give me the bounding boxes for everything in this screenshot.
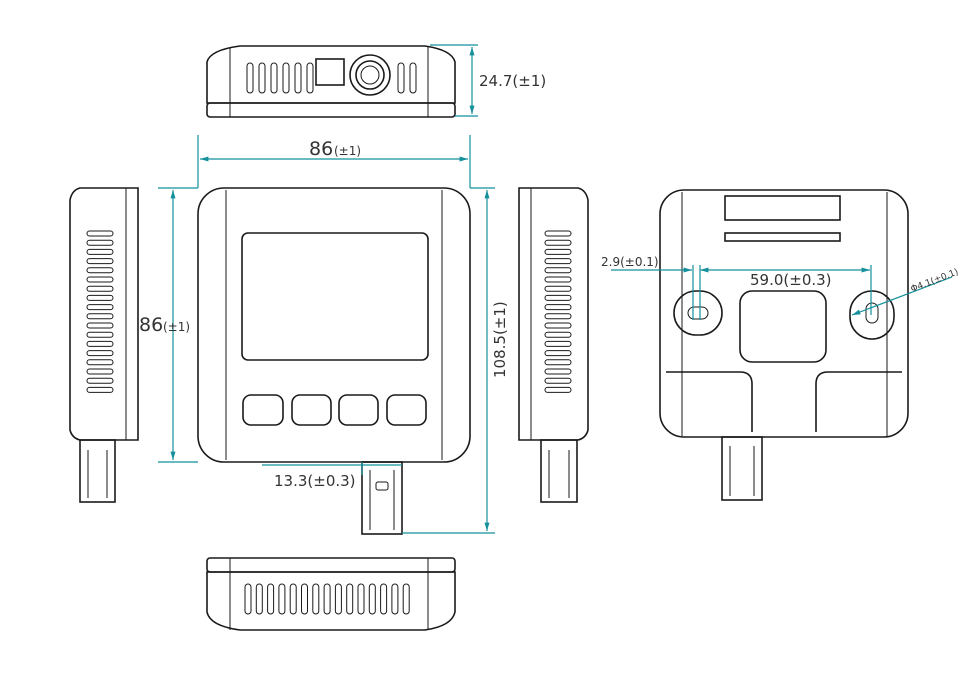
- vent-slot: [86, 276, 114, 283]
- vent-slot: [544, 304, 572, 311]
- vent-slot: [86, 267, 114, 274]
- vent-slot: [544, 230, 572, 237]
- back-view: [659, 189, 909, 501]
- height-tolerance: (±1): [163, 320, 190, 334]
- left-side-view: [69, 187, 139, 503]
- button-3: [338, 394, 379, 426]
- vent-slot: [544, 359, 572, 366]
- vent-slot: [301, 583, 308, 615]
- hole-diameter-label: Φ4.1(±0.1): [909, 267, 960, 294]
- right-side-view: [518, 187, 589, 503]
- vent-slot: [346, 583, 354, 615]
- vent-slot: [357, 583, 365, 615]
- depth-label: 24.7(±1): [479, 72, 546, 90]
- vent-slot: [255, 583, 263, 615]
- dimension-height: 86 (±1): [139, 187, 198, 463]
- probe-width-label: 13.3(±0.3): [274, 472, 356, 490]
- vent-slot: [270, 62, 278, 94]
- vent-slot: [278, 583, 286, 615]
- vent-slot: [86, 331, 114, 338]
- vent-slot: [323, 583, 331, 615]
- vent-slot: [544, 386, 572, 393]
- mounting-hole-left: [673, 290, 723, 336]
- vent-slot: [544, 322, 572, 329]
- height-label: 86: [139, 314, 163, 336]
- vent-slot: [86, 359, 114, 366]
- vent-slot: [544, 294, 572, 301]
- total-height-label: 108.5(±1): [491, 301, 509, 378]
- vent-slot: [86, 294, 114, 301]
- vent-slot: [368, 583, 376, 615]
- dimension-depth: 24.7(±1): [430, 44, 546, 117]
- hole-spacing-label: 59.0(±0.3): [750, 271, 832, 289]
- vent-slot: [544, 377, 572, 384]
- dimension-total-height: 108.5(±1): [402, 187, 509, 534]
- display-screen: [241, 232, 429, 361]
- vent-slot: [544, 258, 572, 265]
- vent-slot: [391, 583, 399, 615]
- vent-slot: [258, 62, 266, 94]
- vent-slot: [86, 239, 114, 246]
- vent-slot: [306, 62, 314, 94]
- width-tolerance: (±1): [334, 144, 361, 158]
- vent-slot: [402, 583, 410, 615]
- button-1: [242, 394, 284, 426]
- vent-slot: [86, 368, 114, 375]
- vent-slot: [409, 62, 417, 94]
- vent-slot: [86, 230, 114, 237]
- vent-slot: [86, 386, 114, 393]
- dimension-holes: 2.9(±0.1) 59.0(±0.3) Φ4.1(±0.1): [601, 255, 960, 320]
- vent-slot: [244, 583, 252, 615]
- dimension-probe-width: 13.3(±0.3): [262, 462, 402, 490]
- dimension-width: 86 (±1): [197, 135, 471, 188]
- vent-slot: [544, 248, 572, 255]
- vent-slot: [544, 239, 572, 246]
- vent-slot: [267, 583, 275, 615]
- vent-slot: [312, 583, 320, 615]
- vent-slot: [544, 267, 572, 274]
- vent-slot: [86, 350, 114, 357]
- vent-slot: [282, 62, 290, 94]
- front-view: [197, 187, 471, 535]
- sensor-probe: [361, 461, 403, 535]
- vent-slot: [86, 340, 114, 347]
- vent-slot: [86, 322, 114, 329]
- hole-offset-label: 2.9(±0.1): [601, 255, 659, 269]
- vent-slot: [86, 313, 114, 320]
- vent-slot: [246, 62, 254, 94]
- vent-slot: [289, 583, 297, 615]
- vent-slot: [86, 248, 114, 255]
- vent-slot: [334, 583, 342, 615]
- vent-slot: [544, 313, 572, 320]
- top-view: [206, 45, 456, 118]
- button-4: [386, 394, 427, 426]
- button-2: [291, 394, 332, 426]
- vent-slot: [544, 340, 572, 347]
- width-label: 86: [309, 138, 333, 160]
- vent-slot: [544, 285, 572, 292]
- vent-slot: [544, 368, 572, 375]
- vent-slot: [86, 377, 114, 384]
- vent-slot: [380, 583, 388, 615]
- mounting-hole-right: [849, 290, 895, 340]
- vent-slot: [544, 350, 572, 357]
- vent-slot: [397, 62, 405, 94]
- vent-slot: [86, 285, 114, 292]
- vent-slot: [544, 331, 572, 338]
- vent-slot: [544, 276, 572, 283]
- vent-slot: [86, 304, 114, 311]
- vent-slot: [294, 62, 302, 94]
- bottom-view: [206, 557, 456, 631]
- vent-slot: [86, 258, 114, 265]
